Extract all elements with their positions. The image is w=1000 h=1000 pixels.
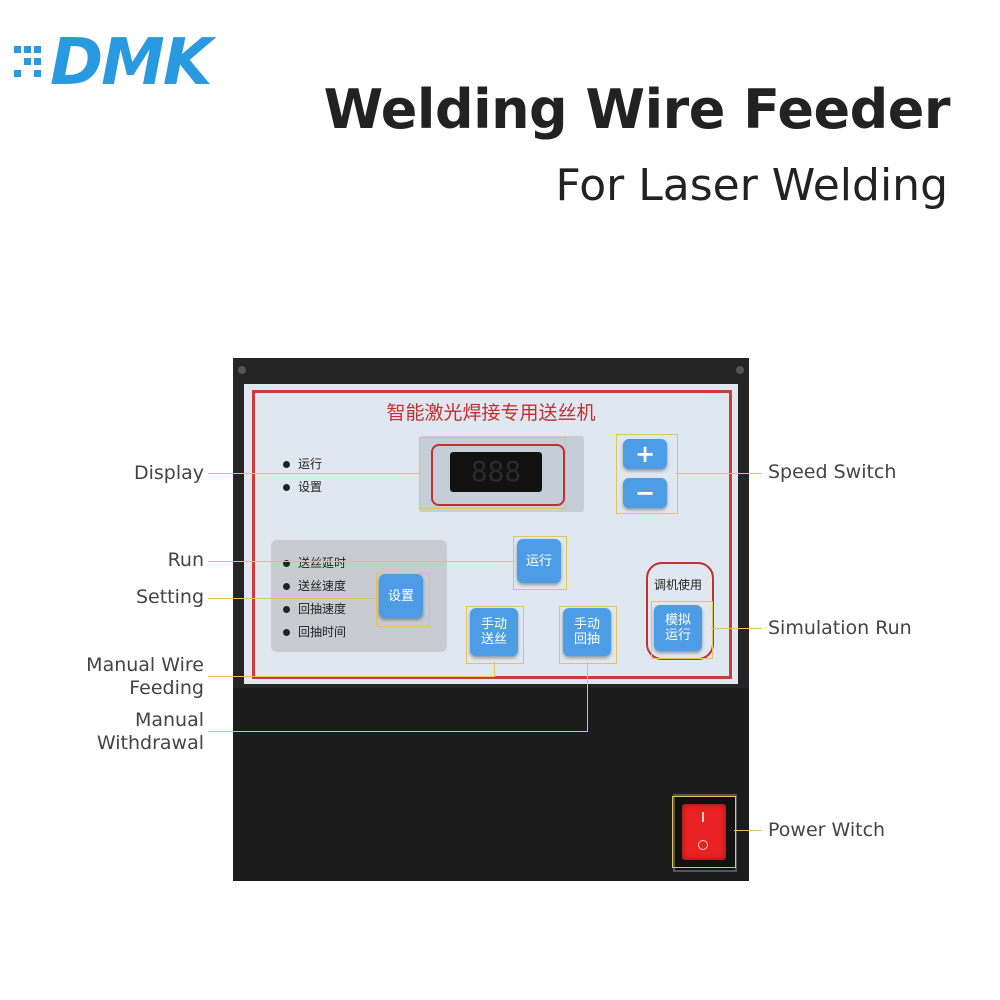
page-subtitle: For Laser Welding [555, 160, 948, 211]
digital-display: 888 [450, 452, 542, 492]
logo-text: DMK [50, 26, 212, 100]
menu-led [283, 629, 290, 636]
menu-item-withdraw-time: 回抽时间 [298, 625, 347, 639]
simulation-highlight [651, 601, 713, 659]
panel-border [252, 390, 732, 679]
menu-led [283, 583, 290, 590]
simulation-connector [711, 628, 762, 629]
manual-withdraw-button[interactable]: 手动回抽 [563, 608, 611, 656]
simulation-frame [646, 562, 714, 660]
power-switch[interactable] [682, 804, 726, 860]
callout-manual-wire-feeding: Manual Wire Feeding [86, 654, 204, 699]
speed-switch-highlight [616, 434, 678, 514]
manual-withdraw-connector-h [208, 731, 588, 732]
simulation-caption: 调机使用 [653, 578, 702, 592]
screw-icon [238, 366, 246, 374]
power-switch-highlight [672, 796, 736, 868]
setting-button[interactable]: 设置 [379, 574, 423, 618]
speed-plus-button[interactable]: + [623, 439, 667, 469]
manual-feed-connector-h [208, 676, 495, 677]
screw-icon [736, 366, 744, 374]
manual-feed-connector-v [494, 662, 495, 676]
callout-manual-withdrawal: Manual Withdrawal [96, 709, 204, 754]
menu-led [283, 560, 290, 567]
setting-indicator-label: 设置 [298, 480, 323, 494]
speed-switch-connector [676, 473, 762, 474]
menu-item-withdraw-speed: 回抽速度 [298, 602, 347, 616]
display-highlight [419, 437, 566, 509]
callout-power-switch: Power Witch [768, 819, 886, 841]
display-frame [431, 444, 565, 506]
callout-simulation-run: Simulation Run [768, 617, 912, 639]
manual-feed-highlight [466, 606, 524, 664]
power-switch-connector [734, 830, 762, 831]
callout-speed-switch: Speed Switch [768, 461, 897, 483]
callout-display: Display [133, 462, 204, 484]
simulation-run-button[interactable]: 模拟运行 [654, 605, 702, 651]
manual-withdraw-highlight [559, 606, 617, 664]
run-indicator-label: 运行 [298, 457, 323, 471]
run-button[interactable]: 运行 [517, 539, 561, 583]
display-connector [208, 473, 419, 474]
menu-led [283, 606, 290, 613]
logo-dots-icon [14, 46, 41, 77]
speed-minus-button[interactable]: − [623, 478, 667, 508]
wire-feeder-device: 智能激光焊接专用送丝机 运行 设置 888 + − 送丝延时 送丝速度 回抽速度… [233, 358, 749, 881]
dmk-logo: DMK [12, 26, 242, 98]
menu-item-wire-delay: 送丝延时 [298, 556, 347, 570]
manual-withdraw-connector-v [587, 662, 588, 732]
setting-indicator-led [283, 484, 290, 491]
panel-title: 智能激光焊接专用送丝机 [386, 402, 596, 424]
setting-connector [208, 598, 376, 599]
manual-feed-button[interactable]: 手动送丝 [470, 608, 518, 656]
power-on-mark-icon [702, 812, 704, 822]
callout-setting: Setting [135, 586, 204, 608]
setting-highlight [376, 573, 430, 627]
run-connector [208, 561, 513, 562]
page-title: Welding Wire Feeder [323, 78, 951, 141]
run-highlight [513, 536, 567, 590]
power-off-mark-icon [698, 840, 708, 850]
run-indicator-led [283, 461, 290, 468]
callout-run: Run [167, 549, 204, 571]
menu-item-wire-speed: 送丝速度 [298, 579, 347, 593]
